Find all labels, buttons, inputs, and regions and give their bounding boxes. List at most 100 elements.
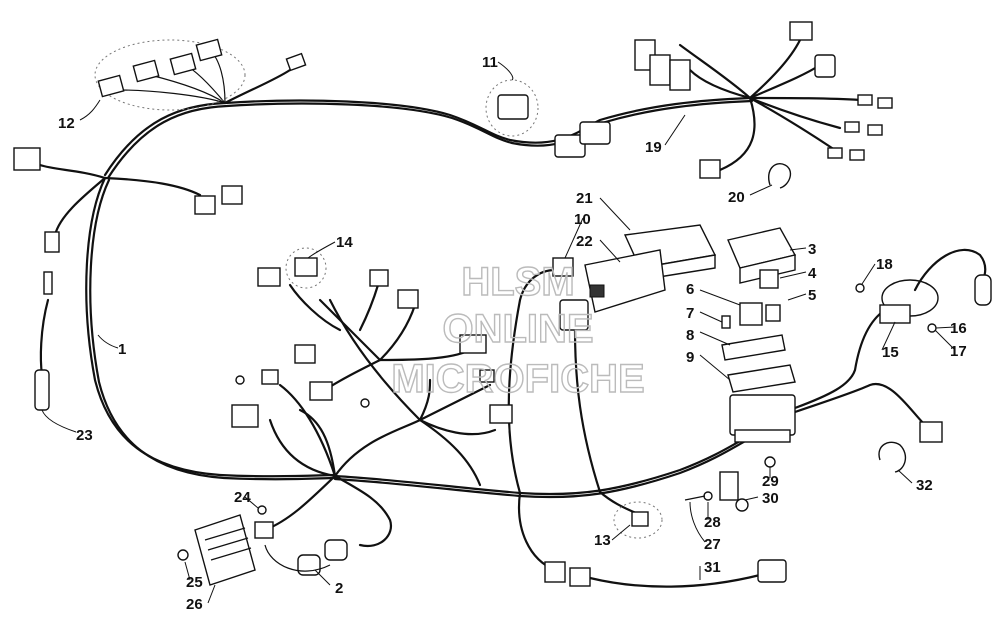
connector-center-lower-left-2 bbox=[261, 369, 279, 385]
watermark-line-3: MICROFICHE bbox=[391, 357, 644, 401]
callout-14: 14 bbox=[336, 234, 353, 251]
callout-29: 29 bbox=[762, 473, 779, 490]
connector-center-left bbox=[294, 344, 316, 364]
callout-30: 30 bbox=[762, 490, 779, 507]
callout-26: 26 bbox=[186, 596, 203, 613]
connector-right-cap bbox=[814, 54, 836, 78]
callout-18: 18 bbox=[876, 256, 893, 273]
connector-31-end bbox=[757, 559, 787, 583]
group-outline-12 bbox=[94, 39, 246, 111]
connector-2-strap bbox=[264, 544, 331, 572]
connector-group-14 bbox=[257, 257, 318, 287]
connector-top-left bbox=[13, 147, 41, 171]
callout-32: 32 bbox=[916, 477, 933, 494]
leader-lines bbox=[41, 61, 956, 604]
fuse-label-8 bbox=[721, 334, 786, 361]
connector-13 bbox=[631, 511, 649, 527]
connector-center-lower-right bbox=[489, 404, 513, 424]
callout-6: 6 bbox=[686, 281, 694, 298]
callout-25: 25 bbox=[186, 574, 203, 591]
callout-16: 16 bbox=[950, 320, 967, 337]
callout-4: 4 bbox=[808, 265, 817, 282]
callout-19: 19 bbox=[645, 139, 662, 156]
screw-17 bbox=[927, 323, 937, 333]
callout-9: 9 bbox=[686, 349, 694, 366]
callout-24: 24 bbox=[234, 489, 251, 506]
screw-27 bbox=[684, 495, 706, 501]
fuse-box-gasket-9 bbox=[727, 364, 796, 393]
connector-11 bbox=[497, 94, 529, 120]
callout-22: 22 bbox=[576, 233, 593, 250]
o2-sensor-23 bbox=[34, 271, 53, 411]
connector-bottom-mid-2 bbox=[569, 567, 591, 587]
connector-2 bbox=[297, 539, 348, 576]
callout-3: 3 bbox=[808, 241, 816, 258]
connector-center-mid bbox=[459, 334, 487, 354]
group-outline-13 bbox=[613, 501, 663, 539]
callout-7: 7 bbox=[686, 305, 694, 322]
connector-mid-top-2 bbox=[579, 121, 611, 145]
connector-right-lower bbox=[919, 421, 943, 443]
connector-center-right bbox=[397, 289, 419, 309]
connector-pair-upper-left bbox=[194, 185, 243, 215]
callout-21: 21 bbox=[576, 190, 593, 207]
connector-10 bbox=[552, 257, 574, 277]
connector-center-left-2 bbox=[309, 381, 333, 401]
callout-12: 12 bbox=[58, 115, 75, 132]
nut-25 bbox=[177, 549, 189, 561]
connector-top-right bbox=[789, 21, 813, 41]
fuse-box-base bbox=[729, 394, 796, 443]
ecu-plug bbox=[559, 299, 589, 331]
relay-5 bbox=[765, 304, 781, 322]
ecu-22 bbox=[584, 249, 666, 313]
coil-wire bbox=[913, 248, 987, 292]
callout-27: 27 bbox=[704, 536, 721, 553]
callout-11: 11 bbox=[482, 54, 498, 71]
callout-15: 15 bbox=[882, 344, 899, 361]
callout-labels: 1 2 3 4 5 6 7 8 9 10 11 12 13 14 15 16 1… bbox=[58, 54, 967, 613]
voltage-regulator-26 bbox=[194, 514, 256, 586]
callout-2: 2 bbox=[335, 580, 343, 597]
fuse-7 bbox=[721, 315, 731, 329]
connector-mid-top bbox=[554, 134, 586, 158]
terminals-top-right bbox=[827, 94, 893, 161]
spark-plug-cap-16 bbox=[974, 274, 992, 306]
callout-28: 28 bbox=[704, 514, 721, 531]
callout-1: 1 bbox=[118, 341, 126, 358]
watermark-line-1: HLSM bbox=[461, 260, 574, 304]
relay-cover-3 bbox=[727, 227, 797, 284]
callout-31: 31 bbox=[704, 559, 721, 576]
screw-24 bbox=[257, 505, 267, 515]
group-outline-14 bbox=[285, 247, 327, 289]
nut-29 bbox=[764, 456, 776, 468]
relay-6 bbox=[739, 302, 763, 326]
connector-center-lower-left bbox=[231, 404, 259, 428]
callout-20: 20 bbox=[728, 189, 745, 206]
callout-10: 10 bbox=[574, 211, 591, 228]
connector-group-12 bbox=[97, 38, 223, 98]
connector-left-small bbox=[44, 231, 60, 253]
watermark-line-2: ONLINE bbox=[442, 307, 593, 351]
connector-19-end bbox=[699, 159, 721, 179]
fuse-block-top-right bbox=[634, 39, 691, 91]
connector-bottom-mid bbox=[544, 561, 566, 583]
clamp-20 bbox=[768, 163, 792, 189]
connector-center-top bbox=[369, 269, 389, 287]
clamp-32 bbox=[878, 441, 907, 473]
callout-13: 13 bbox=[594, 532, 611, 549]
washer-28 bbox=[703, 491, 713, 501]
callout-8: 8 bbox=[686, 327, 694, 344]
ignition-coil-15 bbox=[879, 279, 939, 324]
relay-4 bbox=[759, 269, 779, 289]
regulator-connector bbox=[254, 521, 274, 539]
connector-center-small bbox=[479, 369, 495, 383]
callout-23: 23 bbox=[76, 427, 93, 444]
ring-terminal-center bbox=[360, 398, 370, 408]
ring-terminal-left bbox=[235, 375, 245, 385]
watermark: HLSM ONLINE MICROFICHE bbox=[391, 259, 646, 401]
callout-17: 17 bbox=[950, 343, 967, 360]
connector-top-cap bbox=[285, 52, 307, 72]
bracket-30 bbox=[719, 471, 749, 512]
